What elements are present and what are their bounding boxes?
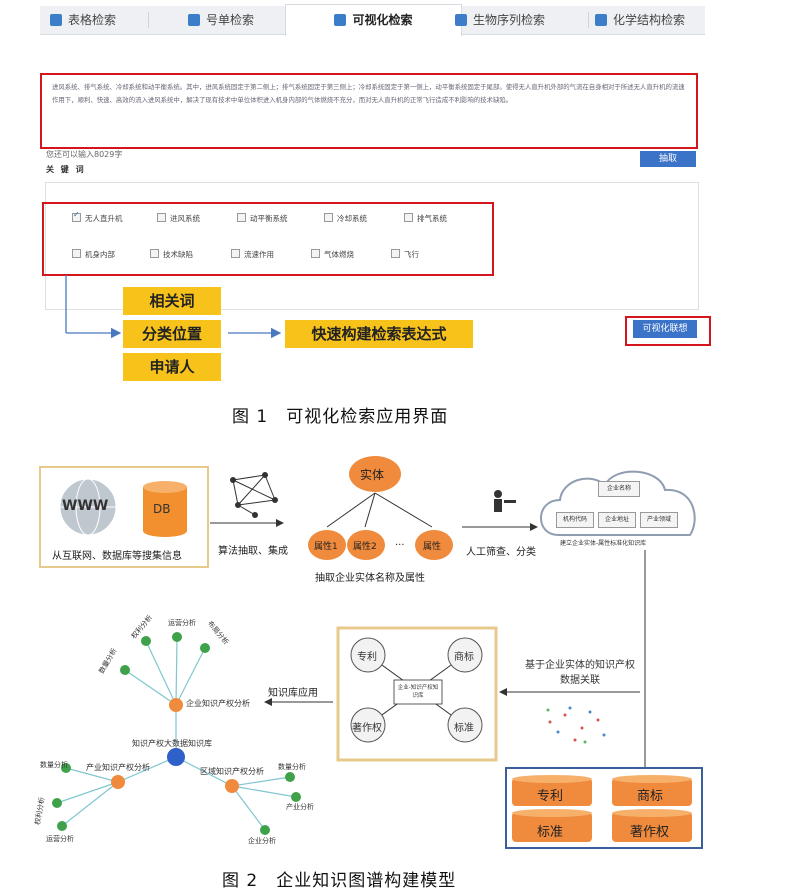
keyword-checkbox[interactable]: 排气系统 bbox=[404, 213, 447, 224]
visual-button-frame bbox=[625, 316, 711, 346]
visual-icon bbox=[334, 14, 347, 26]
dna-icon bbox=[455, 14, 467, 26]
association-label: 基于企业实体的知识产权数据关联 bbox=[525, 660, 635, 686]
kb-node: 标准 bbox=[454, 723, 474, 734]
keyword-checkbox[interactable]: 气体燃烧 bbox=[311, 249, 354, 260]
keyword-checkbox[interactable]: 进风系统 bbox=[157, 213, 200, 224]
attribute-node: 属性1 bbox=[314, 542, 338, 552]
cloud-item: 企业地址 bbox=[598, 512, 636, 528]
keyword-checkbox[interactable]: 无人直升机 bbox=[72, 210, 123, 224]
tree-center-label: 知识产权大数据知识库 bbox=[132, 739, 212, 748]
cloud-item: 机构代码 bbox=[556, 512, 594, 528]
entity-node: 实体 bbox=[360, 468, 385, 482]
keywords-label: 关 键 词 bbox=[46, 165, 86, 174]
extract-label: 抽取企业实体名称及属性 bbox=[315, 573, 425, 584]
tab-number-search[interactable]: 号单检索 bbox=[188, 6, 254, 34]
patent-text-input[interactable]: 进风系统、排气系统、冷却系统和动平衡系统。其中，进风系统固定于第二侧上；排气系统… bbox=[40, 73, 698, 149]
table-icon bbox=[50, 14, 62, 26]
leaf-label: 运营分析 bbox=[168, 619, 196, 627]
related-words-box: 相关词 bbox=[123, 287, 221, 315]
tree-branch-label: 企业知识产权分析 bbox=[186, 699, 250, 708]
leaf-label: 企业分析 bbox=[248, 837, 276, 845]
kb-center: 企业-知识产权知识库 bbox=[397, 685, 439, 699]
db-cylinder-label: 商标 bbox=[637, 789, 664, 804]
www-label: WWW bbox=[62, 498, 109, 514]
checkbox-icon bbox=[72, 210, 81, 222]
tree-branch-label: 区域知识产权分析 bbox=[200, 767, 264, 776]
attribute-node: 属性 bbox=[423, 542, 442, 552]
tab-bar: 表格检索 号单检索 可视化检索 生物序列检索 化学结构检索 bbox=[40, 4, 705, 36]
cloud-caption: 建立企业实体-属性标准化知识库 bbox=[560, 540, 647, 547]
keyword-checkbox[interactable]: 机身内部 bbox=[72, 249, 115, 260]
leaf-label: 产业分析 bbox=[286, 803, 314, 811]
db-label: DB bbox=[153, 502, 171, 516]
leaf-label: 数量分析 bbox=[40, 761, 68, 769]
extract-button[interactable]: 抽取 bbox=[640, 151, 696, 167]
kb-node: 商标 bbox=[454, 652, 474, 663]
keyword-checkbox[interactable]: 冷却系统 bbox=[324, 213, 367, 224]
keywords-panel bbox=[45, 182, 699, 310]
attribute-node: 属性2 bbox=[353, 542, 377, 552]
db-cylinder-label: 标准 bbox=[537, 825, 564, 840]
keyword-checkbox[interactable]: 技术缺陷 bbox=[150, 249, 193, 260]
keyword-checkbox[interactable]: 飞行 bbox=[391, 249, 419, 260]
tab-chemical-search[interactable]: 化学结构检索 bbox=[595, 6, 685, 34]
kb-node: 著作权 bbox=[352, 723, 382, 734]
tree-branch-label: 产业知识产权分析 bbox=[86, 763, 150, 772]
chemical-icon bbox=[595, 14, 607, 26]
class-position-box: 分类位置 bbox=[123, 320, 221, 348]
cloud-item: 企业名称 bbox=[598, 481, 640, 497]
cloud-item: 产业领域 bbox=[640, 512, 678, 528]
algo-label: 算法抽取、集成 bbox=[218, 546, 288, 557]
char-count-hint: 您还可以输入8029字 bbox=[46, 150, 123, 159]
leaf-label: 数量分析 bbox=[278, 763, 306, 771]
source-label: 从互联网、数据库等搜集信息 bbox=[52, 551, 182, 562]
tab-bio-sequence-search[interactable]: 生物序列检索 bbox=[455, 6, 545, 34]
tab-table-search[interactable]: 表格检索 bbox=[50, 6, 116, 34]
keyword-checkbox[interactable]: 流速作用 bbox=[231, 249, 274, 260]
fig2-caption: 图 2 企业知识图谱构建模型 bbox=[222, 871, 457, 891]
visual-association-button[interactable]: 可视化联想 bbox=[633, 320, 697, 338]
db-cylinder-label: 著作权 bbox=[630, 825, 670, 840]
kb-node: 专利 bbox=[357, 652, 377, 663]
kb-application-label: 知识库应用 bbox=[268, 688, 318, 699]
manual-label: 人工筛查、分类 bbox=[466, 547, 536, 558]
leaf-label: 运营分析 bbox=[46, 835, 74, 843]
db-cylinder-label: 专利 bbox=[537, 789, 564, 804]
fig1-arrows bbox=[65, 275, 282, 339]
keyword-checkbox[interactable]: 动平衡系统 bbox=[237, 213, 288, 224]
fig1-caption: 图 1 可视化检索应用界面 bbox=[232, 407, 449, 427]
ellipsis-label: ··· bbox=[395, 540, 405, 551]
applicant-box: 申请人 bbox=[123, 353, 221, 381]
number-icon bbox=[188, 14, 200, 26]
keywords-frame: 无人直升机 进风系统 动平衡系统 冷却系统 排气系统 机身内部 技术缺陷 流速作… bbox=[42, 202, 494, 276]
build-query-box: 快速构建检索表达式 bbox=[285, 320, 473, 348]
